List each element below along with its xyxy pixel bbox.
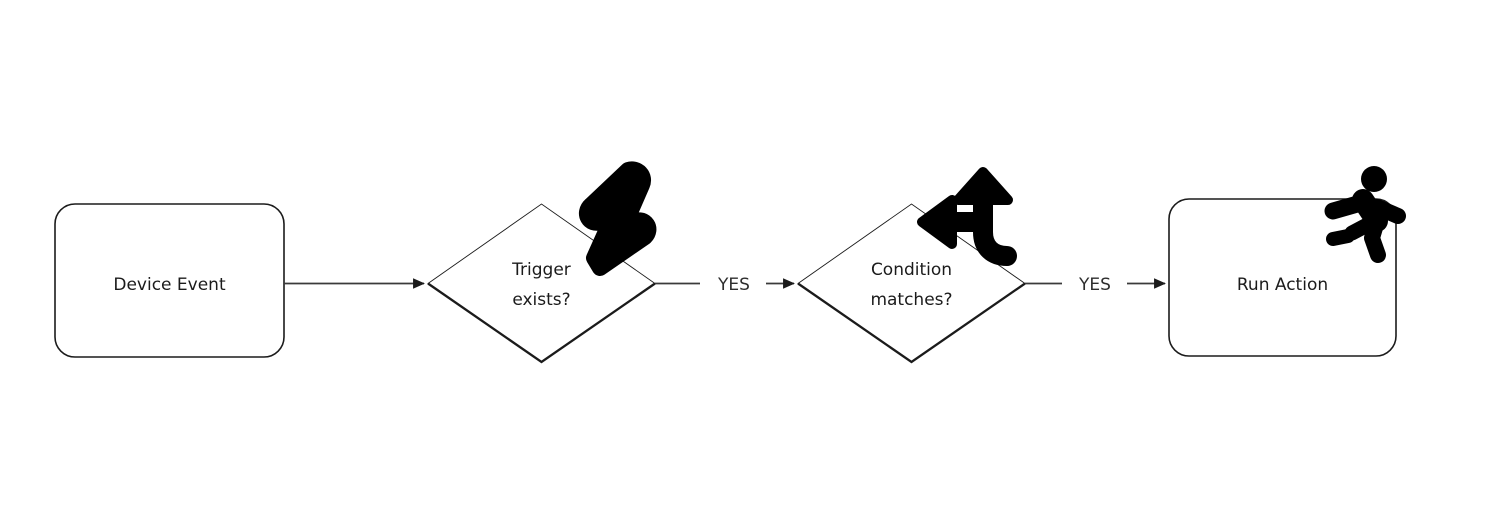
condition-matches-label-line2: matches? <box>870 290 952 310</box>
running-person-icon <box>1324 166 1406 263</box>
edge-2-label: YES <box>717 275 750 295</box>
node-device-event[interactable]: Device Event <box>54 203 285 358</box>
node-run-action[interactable]: Run Action <box>1168 166 1406 357</box>
run-action-label: Run Action <box>1237 275 1328 295</box>
condition-matches-shape-emphasis <box>797 282 1026 364</box>
trigger-exists-label-line1: Trigger <box>511 260 571 280</box>
condition-matches-label-line1: Condition <box>871 260 952 280</box>
edge-3-label: YES <box>1078 275 1111 295</box>
lightning-bolt-icon <box>579 161 657 276</box>
edge-trigger-to-condition: YES <box>655 275 795 295</box>
fork-directions-icon <box>917 167 1017 266</box>
node-condition-matches[interactable]: Condition matches? <box>797 167 1026 364</box>
edge-condition-to-run-action: YES <box>1025 275 1166 295</box>
device-event-label: Device Event <box>113 275 226 295</box>
device-event-shape[interactable] <box>54 203 285 358</box>
trigger-exists-label-line2: exists? <box>512 290 570 310</box>
trigger-exists-shape-emphasis <box>427 282 656 364</box>
node-trigger-exists[interactable]: Trigger exists? <box>427 161 657 364</box>
